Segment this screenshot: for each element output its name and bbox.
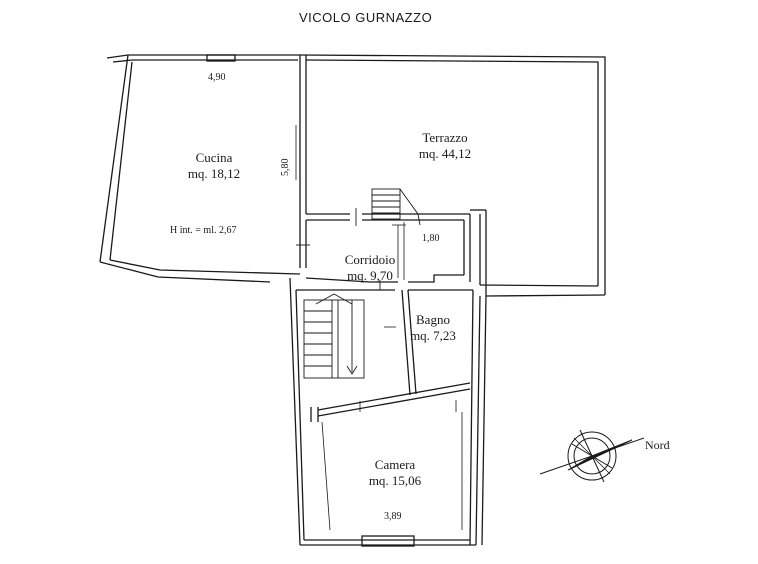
room-terrazzo: Terrazzo mq. 44,12 xyxy=(405,130,485,162)
dim-cucina-width: 4,90 xyxy=(208,72,226,83)
room-camera: Camera mq. 15,06 xyxy=(355,457,435,489)
room-area: mq. 15,06 xyxy=(368,473,422,488)
room-name: Camera xyxy=(374,457,416,472)
room-bagno: Bagno mq. 7,23 xyxy=(405,312,461,344)
street-name: VICOLO GURNAZZO xyxy=(299,10,433,25)
cucina-height-label: H int. = ml. 2,67 xyxy=(170,225,237,236)
dim-stair-landing: 1,80 xyxy=(422,233,440,244)
lower-block-walls xyxy=(289,277,487,547)
cucina-walls xyxy=(99,54,307,283)
terrazzo-walls xyxy=(299,54,606,297)
room-name: Cucina xyxy=(195,150,233,165)
room-area: mq. 18,12 xyxy=(187,166,241,181)
interior-stair xyxy=(303,293,365,379)
room-cucina: Cucina mq. 18,12 xyxy=(174,150,254,182)
north-label: Nord xyxy=(645,438,670,452)
room-name: Bagno xyxy=(416,312,450,327)
room-name: Terrazzo xyxy=(422,130,468,145)
corridoio-walls xyxy=(296,208,471,290)
room-corridoio: Corridoio mq. 9,70 xyxy=(330,252,410,284)
dim-camera-width: 3,89 xyxy=(384,511,402,522)
room-area: mq. 9,70 xyxy=(347,268,393,283)
room-name: Corridoio xyxy=(344,252,396,267)
compass-rose-icon xyxy=(539,429,645,483)
room-area: mq. 44,12 xyxy=(418,146,472,161)
room-area: mq. 7,23 xyxy=(410,328,456,343)
dim-cucina-height: 5,80 xyxy=(280,158,291,177)
